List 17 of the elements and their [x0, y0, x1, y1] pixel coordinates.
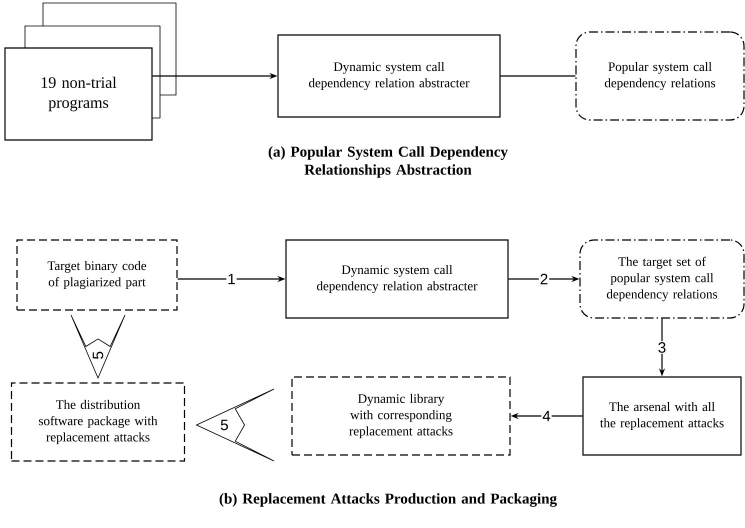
- edge-label: 4: [541, 410, 552, 422]
- edge-label: 5: [92, 352, 104, 359]
- caption: (b) Replacement Attacks Production and Packaging: [220, 493, 557, 507]
- document-stack: 19 non-trial programs: [4, 2, 176, 141]
- rounded-box: The target set of popular system call dependency relations: [579, 239, 745, 319]
- edge-label: 5: [220, 420, 228, 430]
- caption: (a) Popular System Call Dependency Relationships Abstraction: [268, 146, 508, 178]
- dashed-box: Target binary code of plagiarized part: [16, 239, 178, 311]
- process-box: Dynamic system call dependency relation abstracter: [277, 34, 501, 118]
- process-box: Dynamic system call dependency relation abstracter: [285, 239, 509, 319]
- edge-label: 2: [538, 272, 550, 286]
- dashed-box: The distribution software package with replacement attacks: [10, 382, 186, 462]
- rounded-box: Popular system call dependency relations: [575, 31, 745, 121]
- edge-label: 3: [656, 341, 668, 354]
- dashed-box: Dynamic library with corresponding replacement attacks: [291, 376, 511, 456]
- edge-label: 1: [226, 272, 237, 286]
- process-box: The arsenal with all the replacement attacks: [582, 376, 742, 456]
